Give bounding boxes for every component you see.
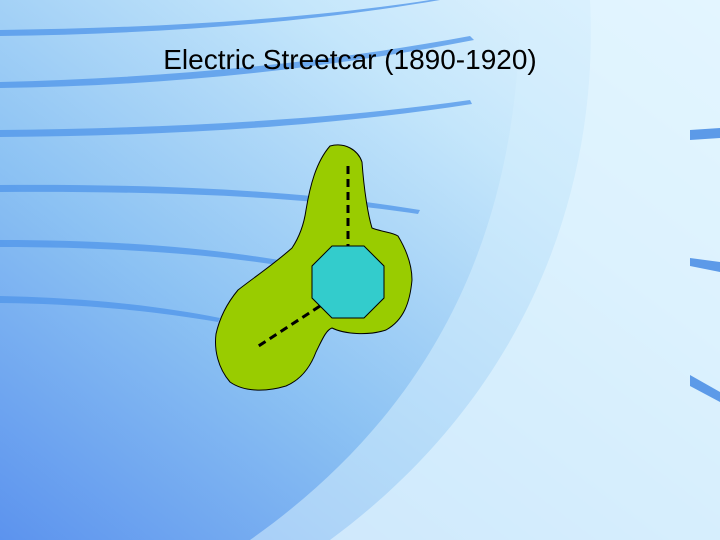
bullet-marker-icon xyxy=(690,258,720,272)
central-district xyxy=(311,245,385,319)
decorative-bands xyxy=(0,0,474,322)
page-title: Electric Streetcar (1890-1920) xyxy=(163,44,537,75)
bullet-marker-icon xyxy=(690,128,720,140)
bullet-marker-icon xyxy=(690,375,720,402)
